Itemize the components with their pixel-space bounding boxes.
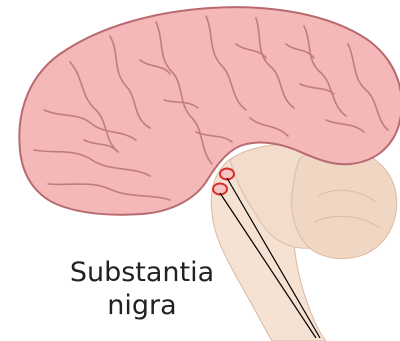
substantia-nigra-marker-upper <box>220 169 234 180</box>
substantia-nigra-marker-lower <box>213 184 227 195</box>
substantia-nigra-label: Substantia nigra <box>62 256 222 322</box>
label-line-2: nigra <box>62 289 222 322</box>
label-line-1: Substantia <box>62 256 222 289</box>
